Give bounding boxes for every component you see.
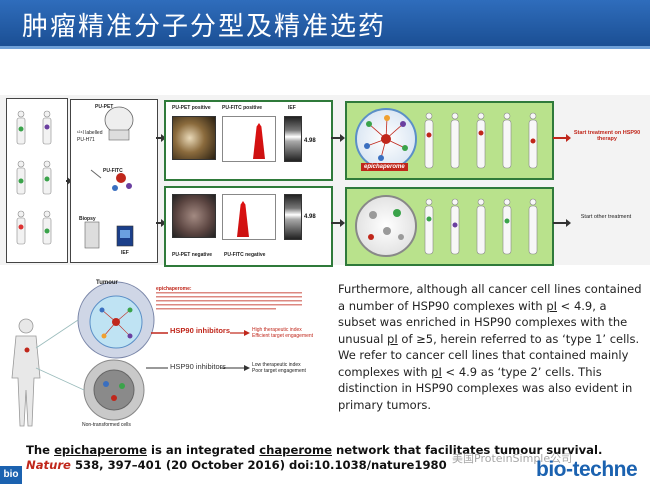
pet-negative-image [172, 194, 216, 238]
arrow-row2-to-outcome [331, 219, 345, 227]
patients-illustration [16, 110, 52, 245]
efficient-engagement-label: Efficient target engagement [252, 333, 314, 339]
pu-pet-label: PU-PET [95, 104, 114, 110]
slide-title: 肿瘤精准分子分型及精准选药 [22, 12, 387, 42]
arrow-to-row1 [156, 134, 166, 142]
fitc-positive-histogram [222, 116, 276, 162]
start-hsp90-outcome: Start treatment on HSP90 therapy [573, 130, 641, 142]
positive-result-panel: PU-PET positive PU-FITC positive IEF 4.9… [164, 100, 333, 181]
fitc-negative-histogram [222, 194, 276, 240]
negative-result-panel: 4.98 PU-PET negative PU-FITC negative [164, 186, 333, 267]
paragraph-part-4: < 4.9 as ‘type 2’ cells. This distinctio… [338, 364, 633, 412]
caption-pre: The [26, 443, 55, 457]
caption-post: network that facilitates tumour survival… [331, 443, 603, 457]
pu-h71-label: PU-H71 [77, 137, 95, 143]
fitc-negative-label: PU-FITC negative [224, 252, 266, 258]
labeled-label: ¹²⁴I labelled [77, 130, 103, 136]
patients-panel [6, 98, 68, 263]
other-patients-figures [424, 198, 538, 255]
procedure-illustration [84, 106, 134, 249]
paragraph-part-2: < 4.9, a subset was enriched in HSP90 co… [338, 298, 628, 346]
pi-term-2: pI [387, 331, 398, 346]
high-index-label: High therapeutic index [252, 327, 302, 333]
hsp90-inhibitors-normal: HSP90 inhibitors [170, 362, 226, 371]
ief-negative-value: 4.98 [304, 214, 316, 220]
ief-positive-value: 4.98 [304, 138, 316, 144]
caption-chaperome: chaperome [259, 443, 332, 457]
poor-engagement-label: Poor target engagement [252, 368, 306, 374]
epichaperome-positive-panel: epichaperome [345, 101, 554, 180]
header-divider [0, 46, 650, 49]
hsp90-inhibitor-diagram: Tumour Non-transformed cells epichaperom… [6, 278, 313, 430]
journal-name: Nature [26, 458, 71, 472]
arrow-to-other-treatment [553, 219, 571, 227]
flow-arrow [66, 177, 72, 185]
bio-badge: bio [0, 466, 22, 484]
pet-positive-label: PU-PET positive [172, 105, 211, 111]
fitc-positive-label: PU-FITC positive [222, 105, 263, 111]
body-paragraph: Furthermore, although all cancer cell li… [338, 281, 643, 413]
pi-term-1: pI [546, 298, 558, 313]
paragraph-part-1: Furthermore, although all cancer cell li… [338, 282, 642, 313]
ief-negative-gel [284, 194, 302, 240]
arrow-to-hsp90-therapy [553, 134, 571, 142]
pet-positive-image [172, 116, 216, 160]
low-index-label: Low therapeutic index [252, 362, 301, 368]
citation-details: 538, 397–401 (20 October 2016) doi:10.10… [70, 458, 447, 472]
ief-device-label: IEF [121, 250, 129, 256]
epichaperome-definition-label: epichaperome: [156, 286, 192, 292]
epichaperome-network [355, 108, 417, 170]
caption-mid: is an integrated [146, 443, 260, 457]
arrow-to-row2 [156, 219, 166, 227]
brand-logo: bio-techne [536, 458, 638, 481]
normal-chaperome-network [355, 195, 417, 257]
arrow-row1-to-outcome [331, 134, 345, 142]
paragraph-part-3: of ≥5, herein referred to as ‘type 1’ ce… [338, 331, 640, 379]
epichaperome-label: epichaperome [361, 163, 408, 171]
slide-header: 肿瘤精准分子分型及精准选药 [0, 0, 650, 46]
pi-term-3: pI [431, 364, 442, 379]
ief-header: IEF [288, 105, 296, 111]
tumour-label: Tumour [96, 280, 118, 286]
figure-caption: The epichaperome is an integrated chaper… [26, 443, 602, 457]
watermark-text: 美国ProteinSimple公司 [452, 452, 573, 465]
citation: Nature 538, 397–401 (20 October 2016) do… [26, 458, 447, 472]
treated-patients-figures [424, 112, 538, 169]
hsp90-inhibitors-tumour: HSP90 inhibitors [170, 326, 231, 335]
pet-negative-label: PU-PET negative [172, 252, 213, 258]
ief-positive-gel [284, 116, 302, 162]
procedure-panel: PU-PET ¹²⁴I labelled PU-H71 PU-FITC Biop… [70, 99, 158, 263]
epichaperome-negative-panel [345, 187, 554, 266]
non-transformed-label: Non-transformed cells [82, 422, 131, 428]
caption-epichaperome: epichaperome [54, 443, 147, 457]
start-other-outcome: Start other treatment [580, 214, 632, 220]
biopsy-label: Biopsy [79, 216, 96, 222]
tumour-cell-diagram [11, 281, 302, 427]
pu-fitc-label: PU-FITC [103, 168, 123, 174]
